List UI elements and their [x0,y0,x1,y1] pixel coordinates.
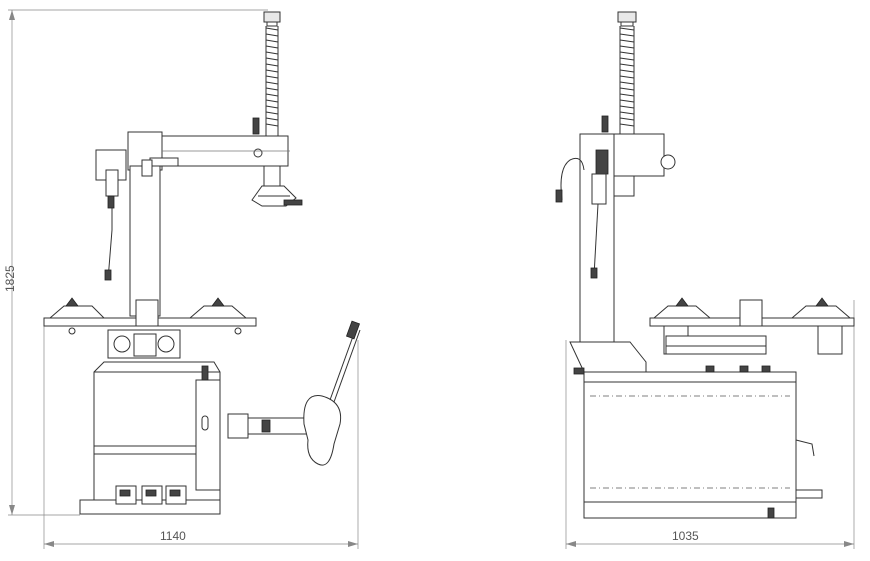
front-view: 1825 1140 [3,9,361,549]
side-width-dimension: 1035 [565,300,855,549]
front-spring-column [252,11,281,136]
side-width-dimension-label: 1035 [672,529,699,543]
height-dimension-label: 1825 [3,265,17,292]
front-vertical-column [129,159,161,317]
side-turntable [649,297,855,355]
front-width-dimension: 1140 [43,320,359,549]
front-inflator-assembly [95,149,127,281]
front-mount-head [251,165,303,207]
front-pedals [115,485,187,505]
front-bead-breaker [227,320,361,466]
side-view: 1035 [555,11,855,549]
front-clamp-cylinders [107,329,181,359]
front-turntable [43,297,257,335]
front-width-dimension-label: 1140 [160,529,186,543]
side-spring-column [601,11,637,134]
side-inflator-assembly [555,149,609,279]
height-dimension: 1825 [3,9,268,516]
side-pedal [767,439,823,519]
side-cabinet [569,341,797,519]
